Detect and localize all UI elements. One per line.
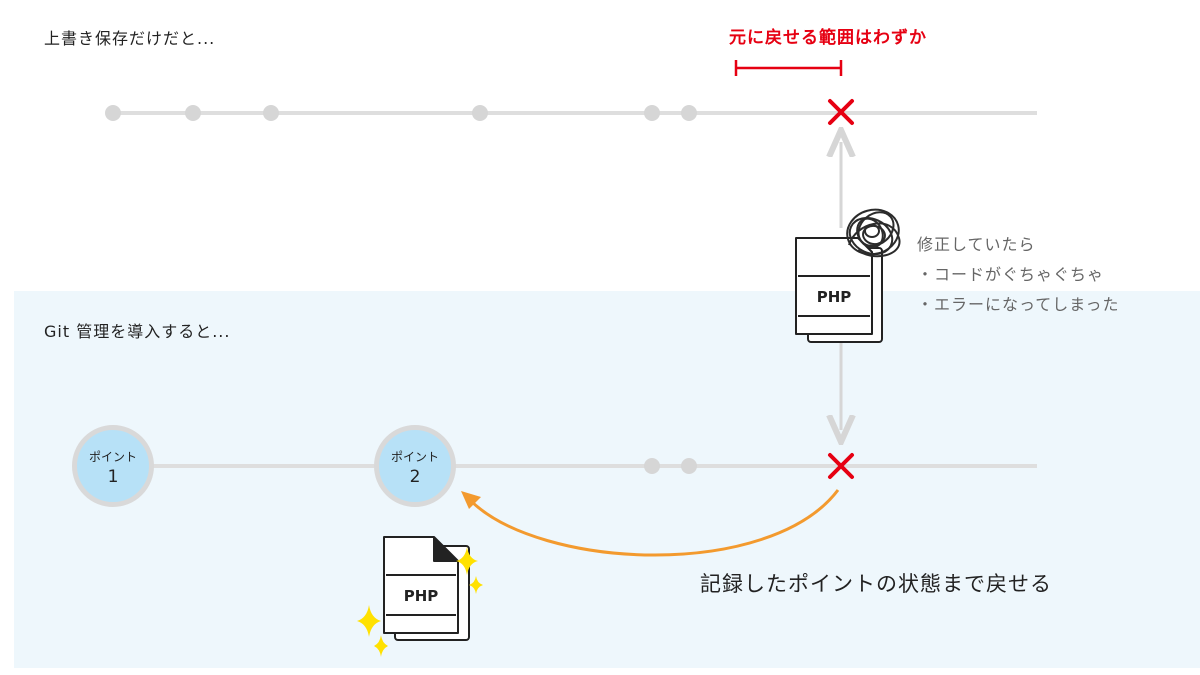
top-save-point <box>644 105 660 121</box>
commit-point-label: ポイント <box>88 450 137 464</box>
problem-note-line: ・エラーになってしまった <box>917 295 1120 314</box>
commit-point-1: ポイント 1 <box>72 425 154 507</box>
clean-php-file-icon: PHP <box>383 536 470 641</box>
git-section-title: Git 管理を導入すると... <box>44 322 231 341</box>
return-arrow <box>461 489 840 557</box>
problem-note-line: 修正していたら <box>917 235 1036 254</box>
recoverable-range-bracket <box>734 60 843 76</box>
git-section-background <box>14 291 1200 668</box>
commit-point-number: 2 <box>409 467 421 487</box>
bottom-save-point <box>644 458 660 474</box>
top-section-title: 上書き保存だけだと... <box>44 29 216 48</box>
bottom-save-point <box>681 458 697 474</box>
problem-note-line: ・コードがぐちゃぐちゃ <box>917 265 1105 284</box>
top-save-point <box>472 105 488 121</box>
sparkle-icon <box>357 547 483 657</box>
tangled-php-file-icon: PHP <box>795 208 901 343</box>
scribble-icon <box>846 208 901 258</box>
top-error-mark-icon <box>828 99 854 125</box>
top-file-label: PHP <box>817 288 852 306</box>
problem-note: 修正していたら ・コードがぐちゃぐちゃ ・エラーになってしまった <box>917 230 1120 320</box>
bottom-error-mark-icon <box>828 453 854 479</box>
top-save-point <box>681 105 697 121</box>
commit-point-2: ポイント 2 <box>374 425 456 507</box>
top-save-point <box>185 105 201 121</box>
top-save-point <box>263 105 279 121</box>
commit-point-number: 1 <box>107 467 119 487</box>
restore-result-text: 記録したポイントの状態まで戻せる <box>700 572 1052 596</box>
commit-point-label: ポイント <box>390 450 439 464</box>
bottom-file-label: PHP <box>404 587 439 605</box>
top-save-point <box>105 105 121 121</box>
recoverable-range-warning: 元に戻せる範囲はわずか <box>729 28 927 48</box>
